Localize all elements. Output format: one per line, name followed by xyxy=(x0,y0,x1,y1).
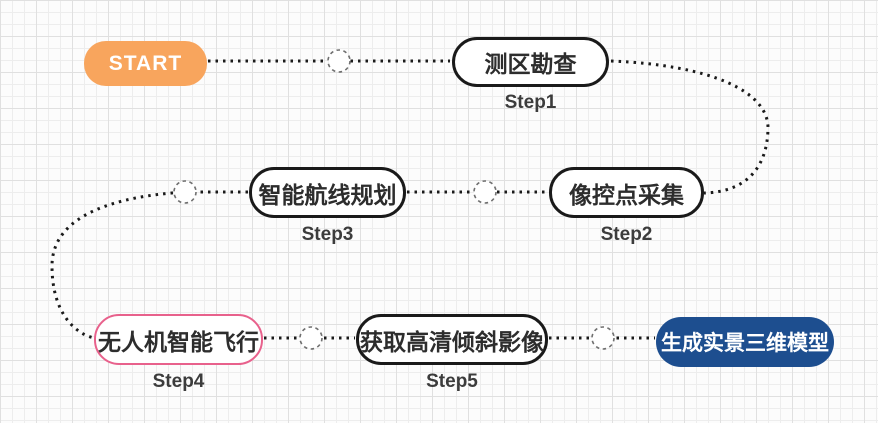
caption-step5: Step5 xyxy=(426,371,478,392)
node-start: START xyxy=(84,41,207,86)
node-end: 生成实景三维模型 xyxy=(656,317,834,367)
connector-step1-step2-curve xyxy=(610,59,770,195)
connector-step3-step4-curve xyxy=(50,190,248,340)
connector-node-3 xyxy=(173,180,197,204)
node-step3: 智能航线规划 xyxy=(249,167,406,218)
caption-step2: Step2 xyxy=(600,224,653,245)
node-step5: 获取高清倾斜影像 xyxy=(356,314,548,365)
caption-step4: Step4 xyxy=(152,371,205,392)
connector-node-4 xyxy=(299,326,323,350)
connector-node-2 xyxy=(473,180,497,204)
connector-node-5 xyxy=(591,326,615,350)
node-step1: 测区勘查 xyxy=(452,37,609,87)
caption-step3: Step3 xyxy=(301,224,354,245)
caption-step1: Step1 xyxy=(504,92,557,113)
connector-node-1 xyxy=(327,49,351,73)
node-step4: 无人机智能飞行 xyxy=(94,314,263,365)
node-step2: 像控点采集 xyxy=(549,167,704,218)
